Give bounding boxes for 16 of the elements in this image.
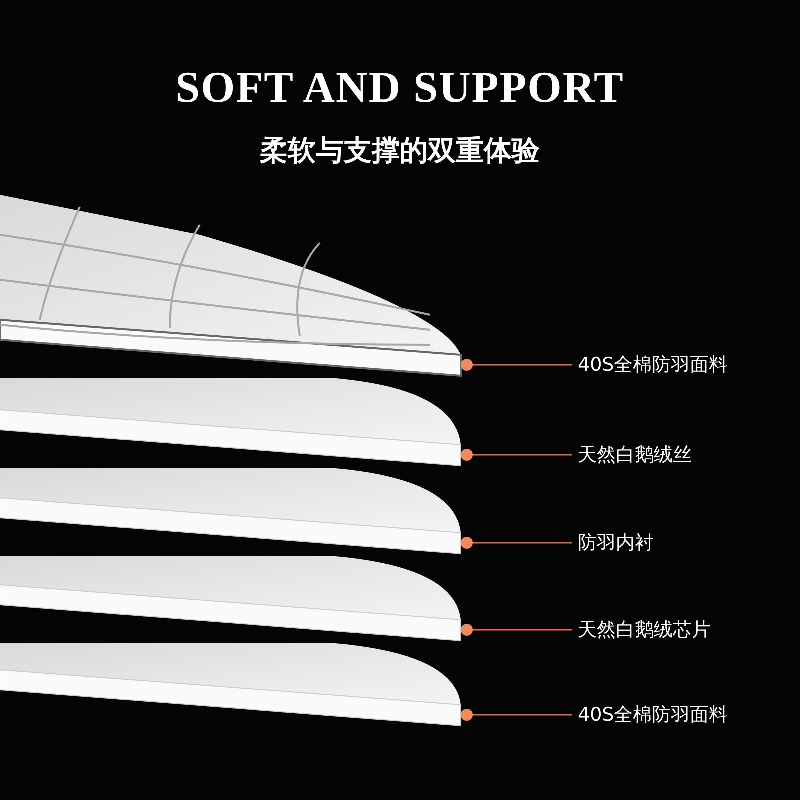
layer-label: 40S全棉防羽面料 [578, 353, 728, 378]
layer-drawing [0, 378, 462, 467]
layer-label: 天然白鹅绒丝 [578, 443, 692, 468]
layer-label: 防羽内衬 [578, 531, 654, 556]
title: SOFT AND SUPPORT [176, 62, 624, 113]
layer-label: 40S全棉防羽面料 [578, 703, 728, 728]
leader-line [461, 537, 572, 549]
leader-line [461, 359, 572, 371]
leader-line [461, 709, 572, 721]
leader-line [461, 624, 572, 636]
subtitle: 柔软与支撑的双重体验 [260, 133, 540, 169]
layer-drawing [0, 643, 462, 727]
layer-drawing [0, 556, 462, 642]
layer-label: 天然白鹅绒芯片 [578, 618, 711, 643]
layer-drawing [0, 468, 462, 555]
leader-line [461, 449, 572, 461]
